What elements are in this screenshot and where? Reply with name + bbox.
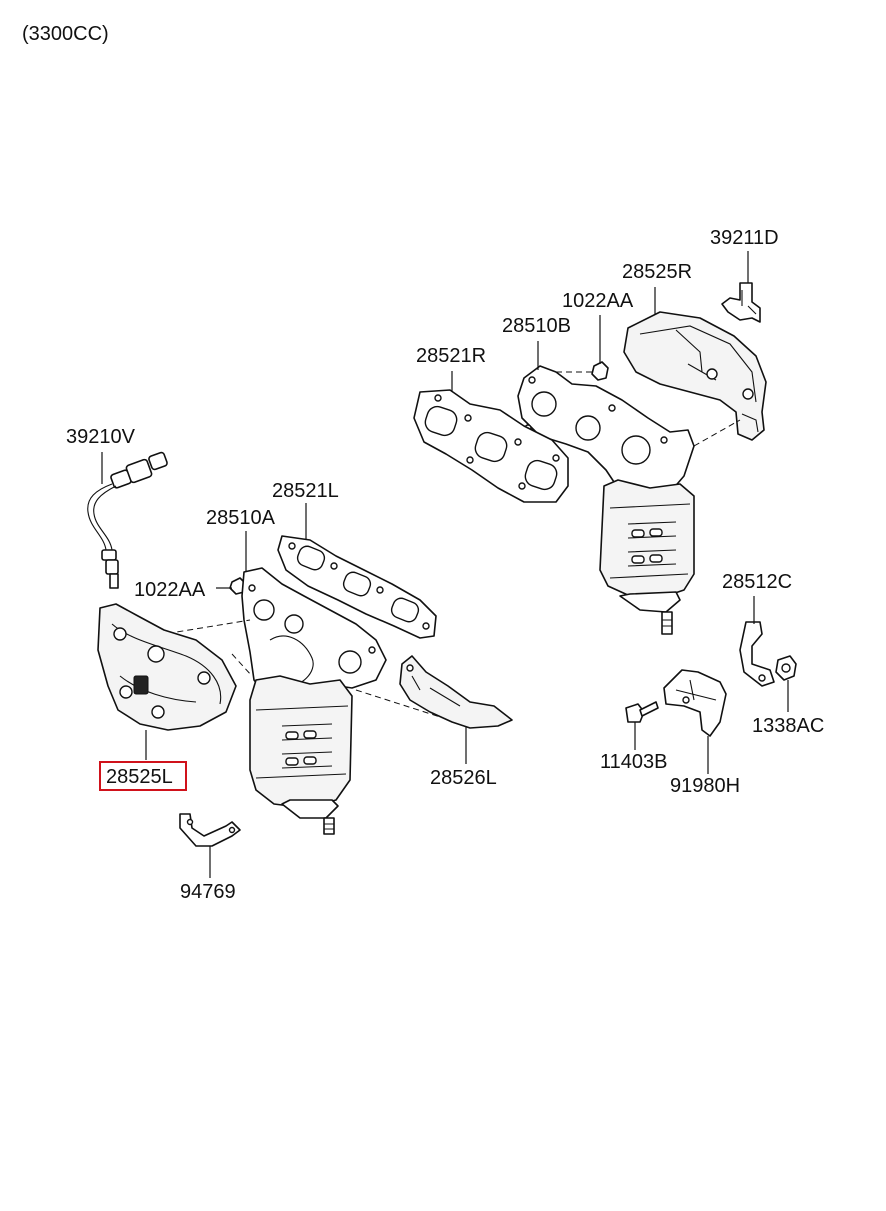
part-39210V-oxygen-sensor[interactable] [87, 451, 168, 589]
part-28521L-left-gasket[interactable] [277, 535, 437, 639]
callout-28521R[interactable]: 28521R [416, 345, 486, 367]
callout-1022AA-right[interactable]: 1022AA [562, 290, 634, 312]
callout-39211D[interactable]: 39211D [710, 227, 779, 249]
part-11403B-bolt[interactable] [625, 701, 659, 723]
part-91980H-bracket[interactable] [663, 669, 727, 737]
callout-28512C[interactable]: 28512C [722, 571, 792, 593]
part-94769-bracket[interactable] [179, 813, 241, 847]
callout-28525R[interactable]: 28525R [622, 261, 692, 283]
callout-28510B[interactable]: 28510B [502, 315, 571, 337]
callout-1338AC[interactable]: 1338AC [752, 715, 824, 737]
callout-91980H[interactable]: 91980H [670, 775, 740, 797]
engine-label: (3300CC) [22, 23, 109, 45]
part-1022AA-right-nut[interactable] [591, 361, 609, 381]
part-28525R-heat-shield[interactable] [623, 311, 767, 441]
callout-1022AA-left[interactable]: 1022AA [134, 579, 206, 601]
part-39211D-bracket[interactable] [721, 282, 761, 323]
callout-39210V[interactable]: 39210V [66, 426, 136, 448]
callout-28521L[interactable]: 28521L [272, 480, 339, 502]
callout-28510A[interactable]: 28510A [206, 507, 276, 529]
part-28521R-right-gasket[interactable] [413, 389, 569, 503]
callout-94769[interactable]: 94769 [180, 881, 236, 903]
part-28510B-right-manifold[interactable] [517, 365, 695, 635]
assembly-line-5 [693, 419, 741, 447]
part-28525L-heat-shield[interactable] [97, 603, 237, 731]
assembly-line-2 [231, 653, 253, 677]
callout-11403B[interactable]: 11403B [600, 751, 667, 773]
part-28512C-bracket[interactable] [739, 621, 775, 687]
callout-28526L[interactable]: 28526L [430, 767, 497, 789]
part-28510A-left-manifold[interactable] [241, 567, 387, 835]
selected-part-highlight [99, 761, 187, 791]
part-28526L-lower-heat-shield[interactable] [399, 655, 513, 729]
callout-28525L[interactable]: 28525L [106, 766, 173, 788]
part-1338AC-nut[interactable] [775, 655, 797, 681]
